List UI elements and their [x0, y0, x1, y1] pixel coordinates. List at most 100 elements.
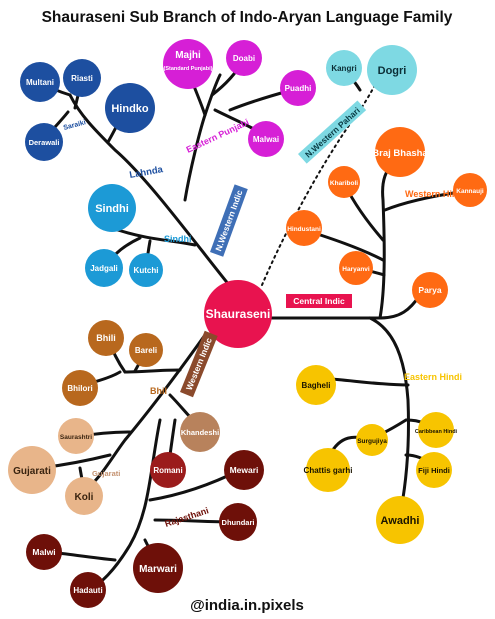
- svg-text:Awadhi: Awadhi: [381, 515, 420, 527]
- node-parya[interactable]: Parya: [412, 272, 448, 308]
- node-haryanvi[interactable]: Haryanvi: [339, 251, 373, 285]
- root-label: Shauraseni: [206, 307, 271, 321]
- svg-text:Fiji Hindi: Fiji Hindi: [418, 466, 450, 475]
- svg-text:Doabi: Doabi: [233, 54, 255, 63]
- svg-text:Gujarati: Gujarati: [13, 466, 51, 477]
- svg-text:Bhili: Bhili: [96, 333, 116, 343]
- svg-text:Hadauti: Hadauti: [73, 586, 102, 595]
- credit-handle: @india.in.pixels: [190, 597, 304, 614]
- branch-nw-trunk: [68, 93, 240, 298]
- svg-text:Dogri: Dogri: [378, 65, 407, 77]
- svg-text:Khariboli: Khariboli: [330, 180, 358, 187]
- braj-label: Braj Bhasha: [372, 148, 428, 159]
- node-khariboli[interactable]: Khariboli: [328, 166, 360, 198]
- tag-central-indic: Central Indic: [286, 294, 352, 308]
- svg-text:Surgujiya: Surgujiya: [357, 438, 387, 445]
- node-marwari[interactable]: Marwari: [133, 543, 183, 593]
- group-gujarati: Gujarati: [92, 469, 120, 478]
- node-dogri[interactable]: Dogri: [367, 45, 417, 95]
- svg-text:Sindhi: Sindhi: [95, 203, 129, 215]
- node-jadgali[interactable]: Jadgali: [85, 249, 123, 287]
- svg-text:Chattis garhi: Chattis garhi: [304, 466, 353, 475]
- node-saurashtri[interactable]: Saurashtri: [58, 418, 94, 454]
- tag-northwestern-indic: N.Western Indic: [210, 184, 248, 257]
- tag-nw-pahari: N.Western Pahari: [298, 100, 367, 164]
- node-multani[interactable]: Multani: [20, 62, 60, 102]
- svg-text:Hindko: Hindko: [111, 103, 149, 115]
- group-bhil: Bhil: [150, 386, 167, 396]
- node-hindustani[interactable]: Hindustani: [286, 210, 322, 246]
- node-bareli[interactable]: Bareli: [129, 333, 163, 367]
- node-chattisgarhi[interactable]: Chattis garhi: [304, 448, 353, 492]
- svg-text:Haryanvi: Haryanvi: [342, 266, 370, 273]
- svg-text:Hindustani: Hindustani: [287, 226, 321, 233]
- group-saraiki: Saraiki: [63, 119, 87, 132]
- svg-text:Mewari: Mewari: [230, 465, 259, 475]
- node-braj-bhasha[interactable]: Braj Bhasha: [372, 127, 428, 177]
- node-gujarati[interactable]: Gujarati: [8, 446, 56, 494]
- svg-text:Saurashtri: Saurashtri: [60, 434, 92, 441]
- branch-eastern-hindi: [368, 316, 410, 517]
- svg-text:Khandeshi: Khandeshi: [181, 428, 219, 437]
- svg-text:Riasti: Riasti: [71, 74, 93, 83]
- svg-text:Kutchi: Kutchi: [134, 266, 159, 275]
- svg-text:Malwai: Malwai: [253, 135, 279, 144]
- group-eastern-punjabi: Eastern Punjabi: [185, 117, 251, 155]
- node-mewari[interactable]: Mewari: [224, 450, 264, 490]
- node-fiji-hindi[interactable]: Fiji Hindi: [416, 452, 452, 488]
- node-surgujiya[interactable]: Surgujiya: [356, 424, 388, 456]
- node-awadhi[interactable]: Awadhi: [376, 496, 424, 544]
- svg-text:Multani: Multani: [26, 78, 54, 87]
- majhi-note: (Standard Punjabi): [164, 66, 213, 72]
- node-bagheli[interactable]: Bagheli: [296, 365, 336, 405]
- node-malwai[interactable]: Malwai: [248, 121, 284, 157]
- svg-text:Bareli: Bareli: [135, 346, 157, 355]
- branch-central: [260, 293, 422, 320]
- svg-text:Puadhi: Puadhi: [285, 84, 312, 93]
- node-kutchi[interactable]: Kutchi: [129, 253, 163, 287]
- node-khandeshi[interactable]: Khandeshi: [180, 412, 220, 452]
- node-kangri[interactable]: Kangri: [326, 50, 362, 86]
- svg-text:Parya: Parya: [418, 285, 441, 295]
- node-majhi[interactable]: Majhi (Standard Punjabi): [163, 39, 213, 89]
- svg-text:Bagheli: Bagheli: [302, 381, 331, 390]
- node-bhilori[interactable]: Bhilori: [62, 370, 98, 406]
- svg-text:Kangri: Kangri: [331, 64, 356, 73]
- node-bhili[interactable]: Bhili: [88, 320, 124, 356]
- node-hindko[interactable]: Hindko: [105, 83, 155, 133]
- node-kannauji[interactable]: Kannauji: [453, 173, 487, 207]
- node-sindhi[interactable]: Sindhi: [88, 184, 136, 232]
- page-title: Shauraseni Sub Branch of Indo-Aryan Lang…: [42, 9, 453, 26]
- node-riasti[interactable]: Riasti: [63, 59, 101, 97]
- svg-text:Majhi: Majhi: [175, 50, 201, 61]
- node-koli[interactable]: Koli: [65, 477, 103, 515]
- node-derawali[interactable]: Derawali: [25, 123, 63, 161]
- node-caribbean-hindi[interactable]: Caribbean Hindi: [415, 412, 458, 448]
- group-eastern-hindi: Eastern Hindi: [404, 372, 462, 382]
- svg-text:Marwari: Marwari: [139, 564, 177, 575]
- svg-text:Koli: Koli: [75, 492, 94, 503]
- branch-bhil: [123, 368, 182, 374]
- group-western-hindi: Western Hindi: [405, 189, 465, 199]
- root-node[interactable]: Shauraseni: [204, 280, 272, 348]
- svg-text:Caribbean Hindi: Caribbean Hindi: [415, 429, 458, 435]
- node-malwi[interactable]: Malwi: [26, 534, 62, 570]
- group-rajasthani: Rajasthani: [164, 505, 210, 529]
- svg-text:Central Indic: Central Indic: [293, 296, 345, 306]
- svg-text:Jadgali: Jadgali: [90, 264, 118, 273]
- svg-text:Romani: Romani: [153, 466, 182, 475]
- svg-text:Derawali: Derawali: [29, 138, 60, 147]
- branch-pahari-dotted: [261, 74, 381, 286]
- svg-text:Bhilori: Bhilori: [67, 384, 92, 393]
- node-doabi[interactable]: Doabi: [226, 40, 262, 76]
- branch-western-trunk: [78, 333, 207, 497]
- svg-text:N.Western Indic: N.Western Indic: [213, 188, 244, 252]
- svg-text:Dhundari: Dhundari: [222, 518, 255, 527]
- node-puadhi[interactable]: Puadhi: [280, 70, 316, 106]
- svg-text:Malwi: Malwi: [32, 547, 55, 557]
- node-hadauti[interactable]: Hadauti: [70, 572, 106, 608]
- node-romani[interactable]: Romani: [150, 452, 186, 488]
- group-sindhi: Sindhi: [164, 234, 192, 244]
- node-dhundari[interactable]: Dhundari: [219, 503, 257, 541]
